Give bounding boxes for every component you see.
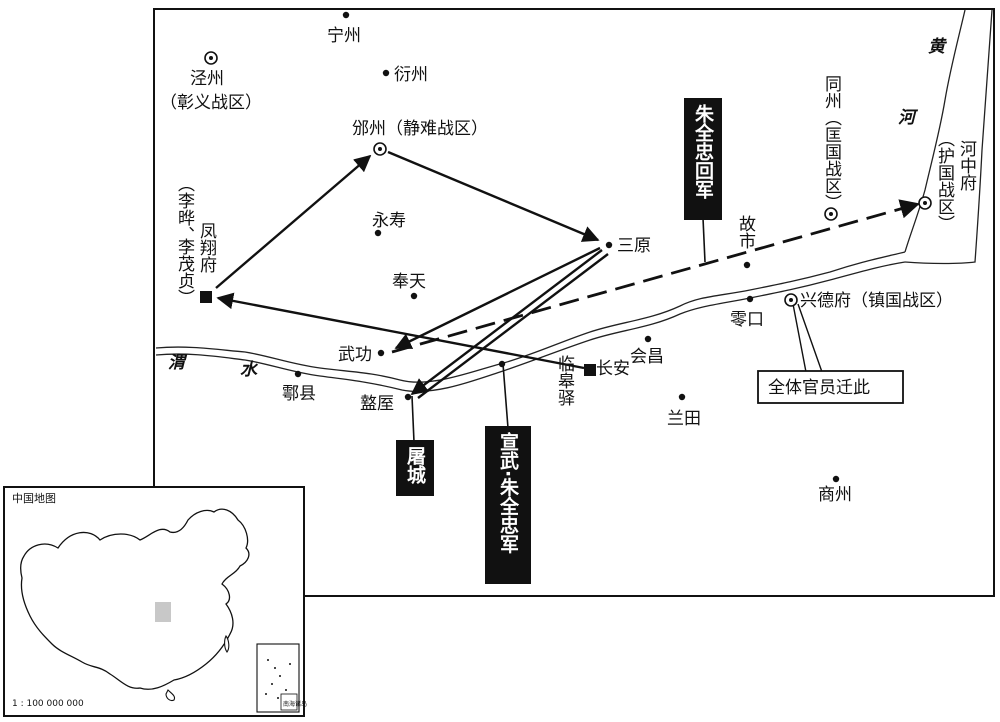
pointer-zhu-return	[702, 217, 706, 263]
ningzhou-dot	[342, 11, 350, 19]
inset-title: 中国地图	[12, 492, 56, 505]
tongzhou-marker	[824, 207, 838, 221]
yellow-river-label-1: 黄	[928, 37, 948, 57]
inset-scale: 1 : 100 000 000	[12, 699, 84, 709]
label-fengxiang-note-2: 李茂贞）	[174, 238, 195, 306]
label-hezhongfu: 河中府	[956, 140, 977, 192]
callout-xuanwu-text: 宣武·朱全忠军	[497, 431, 520, 554]
label-lantian: 兰田	[667, 409, 701, 429]
label-fengxiang-note-1: （李晔、	[174, 175, 195, 243]
label-wugong: 武功	[338, 345, 372, 365]
label-yanzhou: 衍州	[394, 65, 428, 85]
arrow-sanyuan-zhouzhi-double	[417, 253, 609, 399]
inset-china-outline	[20, 508, 250, 690]
linhaoyi-dot	[498, 360, 506, 368]
shangzhou-dot	[832, 475, 840, 483]
callout-tucheng	[396, 440, 434, 496]
label-jingzhou: 泾州	[190, 69, 224, 89]
label-yongshou: 永寿	[372, 211, 406, 231]
label-jingzhou-note: （彰义战区）	[160, 93, 262, 113]
callout-officials-text: 全体官员迁此	[768, 378, 870, 398]
pointer-tucheng	[411, 395, 415, 443]
pointer-xuanwu	[502, 363, 509, 429]
callout-xuanwu	[485, 426, 531, 584]
label-ningzhou: 宁州	[327, 26, 361, 46]
yanzhou-dot	[382, 69, 390, 77]
jingzhou-marker	[204, 51, 218, 65]
callout-zhu-return-text: 朱全忠回军	[692, 103, 715, 200]
label-fengxiang: 凤翔府	[196, 222, 217, 274]
changan-marker	[584, 364, 596, 376]
arrow-sanyuan-wugong	[394, 246, 601, 350]
wei-river	[155, 251, 906, 383]
arrow-changan-fengxiang	[216, 292, 585, 370]
label-tongzhou: 同州（匡国战区）	[821, 75, 842, 211]
label-zhouzhi: 盩厔	[360, 394, 394, 414]
pointer-officials	[792, 303, 823, 373]
arrow-binzhou-sanyuan	[387, 150, 600, 242]
label-binzhou: 邠州（静难战区）	[352, 119, 488, 139]
inset-hainan	[165, 689, 176, 702]
label-linhaoyi: 临皋驿	[554, 355, 575, 407]
arrow-fengxiang-binzhou	[215, 154, 372, 289]
fengtian-dot	[410, 292, 418, 300]
hezhongfu-marker	[918, 196, 932, 210]
label-changan: 长安	[596, 359, 630, 379]
label-sanyuan: 三原	[617, 236, 651, 256]
fengxiang-marker	[200, 291, 212, 303]
callout-officials	[757, 370, 904, 404]
yellow-river-bank	[904, 9, 993, 265]
label-gushi: 故市	[735, 215, 756, 249]
binzhou-marker	[373, 142, 387, 156]
xingdefu-marker	[784, 293, 798, 307]
wei-river-label-1: 渭	[168, 353, 188, 373]
label-hezhongfu-note: （护国战区）	[934, 130, 955, 232]
lingkou-dot	[746, 295, 754, 303]
gushi-dot	[743, 261, 751, 269]
zhouzhi-dot	[404, 393, 412, 401]
inset-region-highlight	[155, 602, 171, 622]
callout-zhu-return	[684, 98, 722, 220]
wugong-dot	[377, 349, 385, 357]
label-xingdefu: 兴德府（镇国战区）	[800, 291, 953, 311]
huxian-dot	[294, 370, 302, 378]
label-huxian: 鄠县	[282, 384, 316, 404]
inset-south-sea-label-box	[280, 693, 298, 711]
label-lingkou: 零口	[730, 310, 764, 330]
yellow-river-label-2: 河	[898, 108, 919, 128]
yongshou-dot	[374, 229, 382, 237]
inset-south-sea-label: 南海诸岛	[283, 700, 307, 708]
inset-south-sea-islands	[265, 659, 291, 699]
wei-river-label-2: 水	[240, 360, 259, 380]
label-huichang: 会昌	[630, 347, 664, 367]
callout-tucheng-text: 屠城	[404, 446, 426, 485]
inset-taiwan	[224, 634, 230, 653]
huichang-dot	[644, 335, 652, 343]
label-shangzhou: 商州	[818, 485, 852, 505]
dashed-arrow-wugong-hezhong	[391, 199, 920, 354]
label-fengtian: 奉天	[392, 272, 426, 292]
lantian-dot	[678, 393, 686, 401]
yellow-river	[904, 9, 966, 253]
sanyuan-dot	[605, 241, 613, 249]
arrow-sanyuan-zhouzhi	[410, 249, 603, 396]
